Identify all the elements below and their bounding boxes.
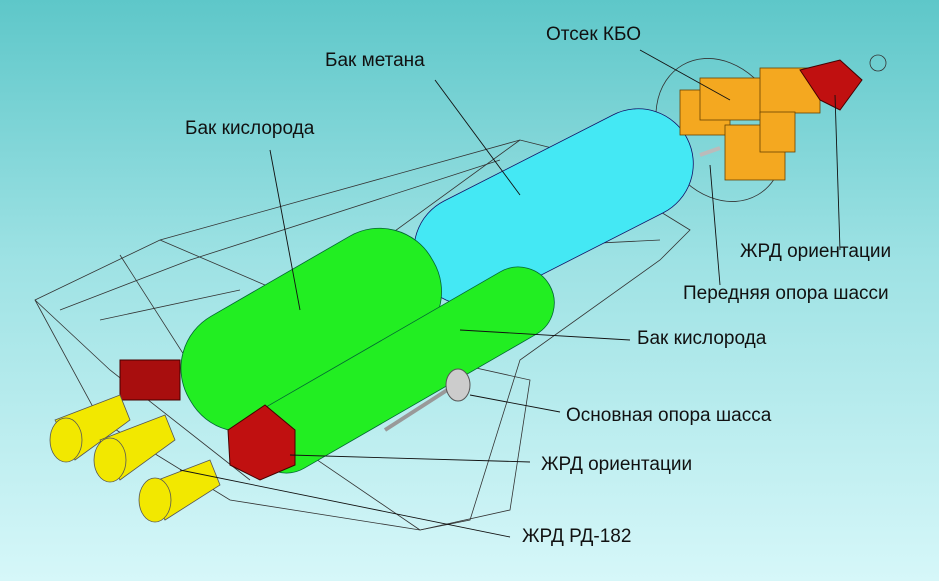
label-front-gear: Передняя опора шасси (683, 283, 889, 304)
label-kbo: Отсек КБО (546, 24, 642, 45)
rcs-block-lower (227, 404, 296, 481)
rcs-nose-block (799, 59, 863, 111)
label-main-engine: ЖРД РД-182 (522, 526, 632, 547)
leader-lines (179, 49, 841, 538)
rcs-block-left (119, 359, 181, 401)
label-methane-tank: Бак метана (325, 50, 425, 71)
methane-tank (413, 108, 694, 306)
main-gear (383, 368, 471, 432)
kbo-compartment (679, 67, 821, 181)
label-main-gear: Основная опора шасса (566, 405, 772, 426)
front-gear (699, 146, 721, 157)
label-rcs-engine-lower: ЖРД ориентации (541, 454, 693, 475)
label-oxygen-tank-lower: Бак кислорода (637, 328, 767, 349)
label-oxygen-tank-upper: Бак кислорода (185, 118, 315, 139)
label-rcs-engine-right: ЖРД ориентации (740, 241, 892, 262)
main-engines (49, 394, 221, 523)
